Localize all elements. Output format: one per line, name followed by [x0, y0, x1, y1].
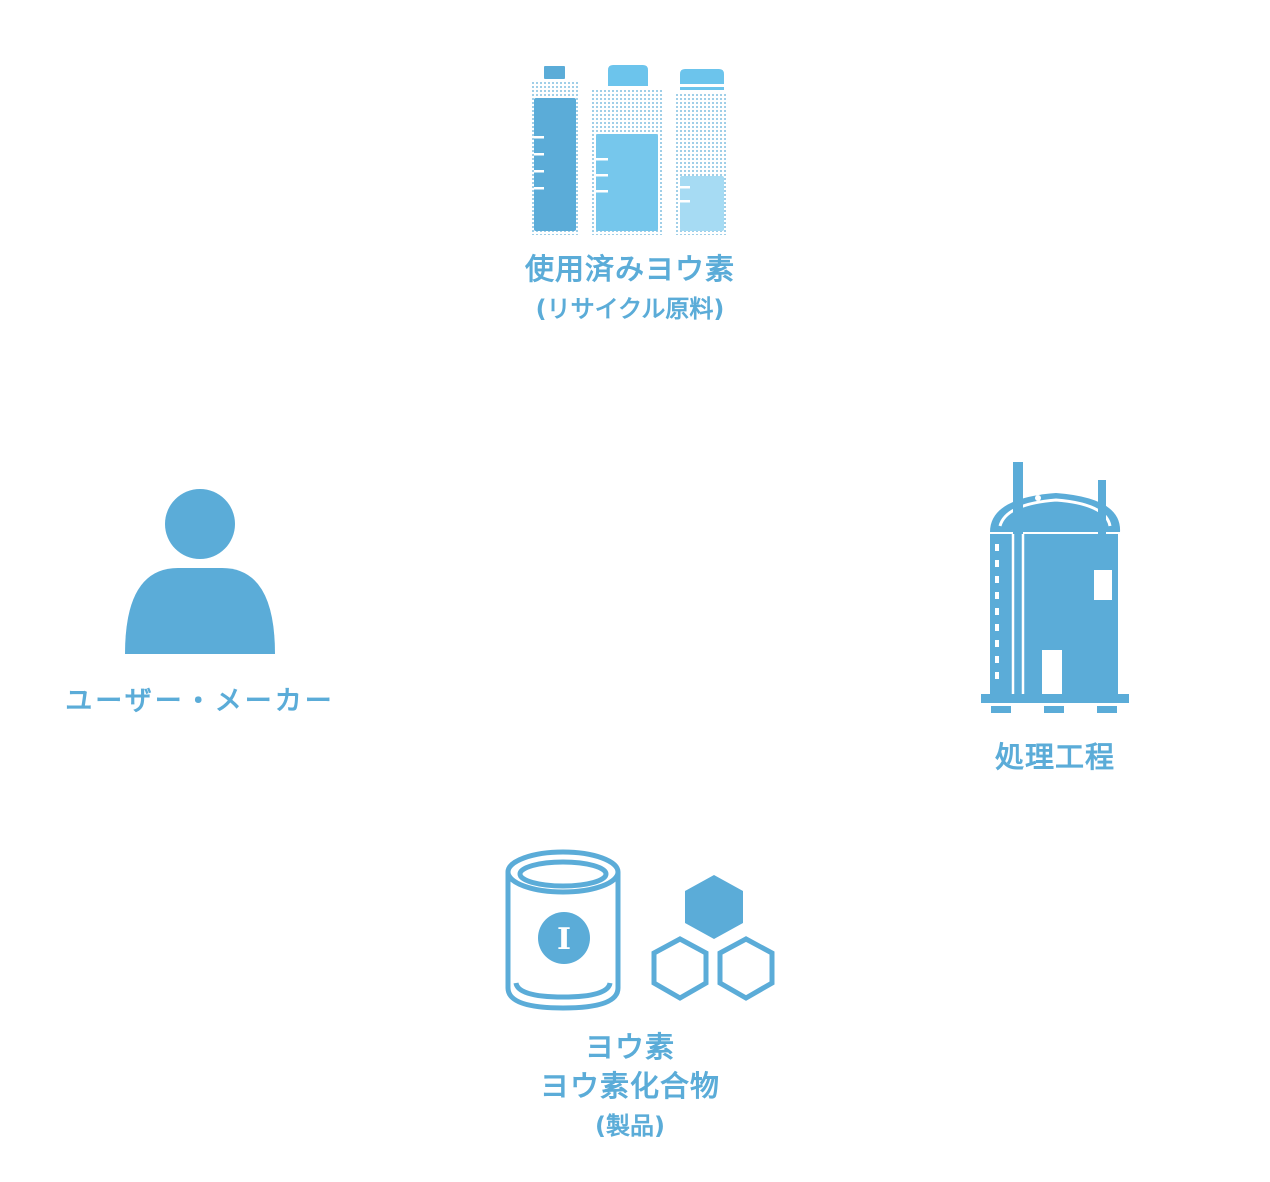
recycle-source-title: 使用済みヨウ素 — [524, 252, 735, 286]
bottle-2 — [592, 65, 662, 235]
processing-label: 処理工程 — [955, 740, 1155, 775]
recycle-source-label: 使用済みヨウ素 (リサイクル原料) — [470, 252, 790, 324]
bottle-3 — [676, 69, 728, 235]
product-line-2: ヨウ素化合物 — [539, 1068, 720, 1103]
crystals-icon — [651, 875, 775, 1001]
recycle-source-node — [520, 58, 740, 243]
bottle-1 — [530, 66, 579, 235]
iodine-can-icon — [505, 849, 621, 1011]
iodine-can-and-crystals-icon: I — [505, 849, 775, 1011]
user-label: ユーザー・メーカー — [40, 686, 360, 718]
recycle-source-subtitle: (リサイクル原料) — [535, 294, 725, 323]
factory-tank-icon — [981, 462, 1129, 713]
product-node: I — [500, 845, 785, 1017]
bottles-icon — [530, 65, 728, 235]
processing-title: 処理工程 — [994, 740, 1115, 774]
user-node — [120, 486, 280, 658]
product-line-1: ヨウ素 — [584, 1030, 675, 1064]
person-icon — [125, 489, 275, 654]
user-title: ユーザー・メーカー — [65, 686, 335, 717]
product-label: ヨウ素 ヨウ素化合物 (製品) — [480, 1030, 780, 1140]
can-symbol: I — [557, 922, 571, 957]
processing-node — [978, 458, 1133, 718]
product-line-3: (製品) — [595, 1111, 665, 1140]
